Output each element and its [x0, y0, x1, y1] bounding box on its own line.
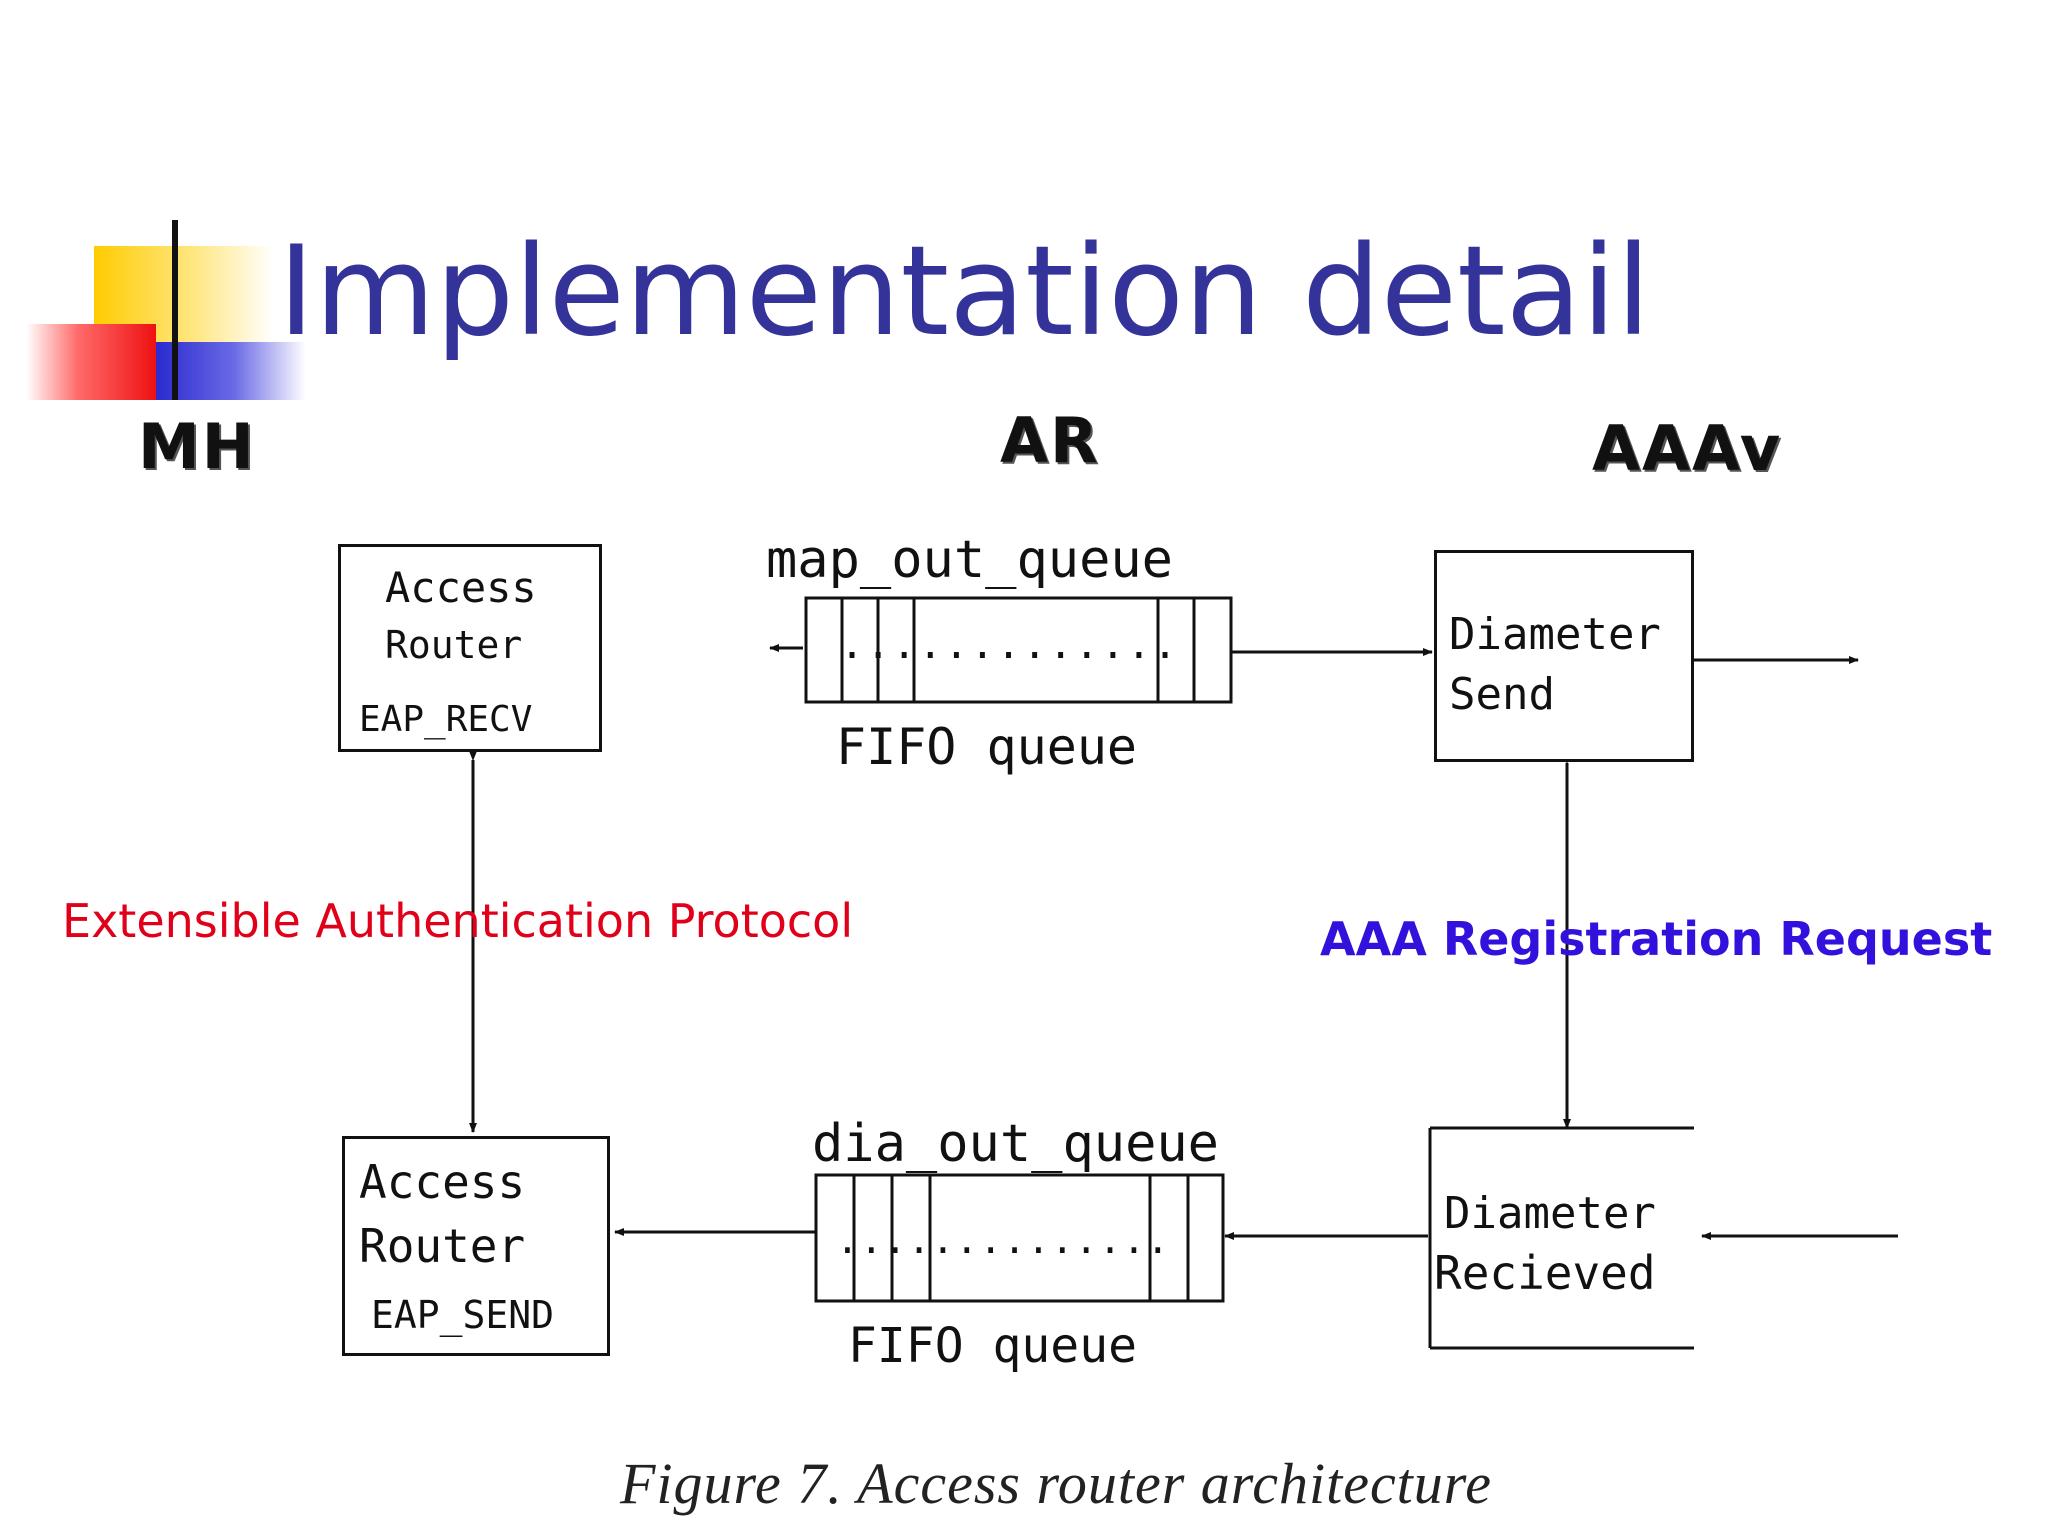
logo-vertical-line — [172, 220, 178, 400]
slide-logo — [26, 220, 306, 400]
map-out-queue-dots: ............. — [840, 622, 1180, 668]
box-line: Router — [359, 1219, 526, 1273]
diameter-recieved-line2: Recieved — [1434, 1246, 1656, 1300]
column-header-ar: AR — [1000, 404, 1100, 477]
dia-out-queue-shape — [814, 1173, 1225, 1303]
map-out-queue-label: map_out_queue — [766, 530, 1173, 590]
column-header-aaav: AAAv — [1592, 412, 1783, 485]
dia-out-queue-label: dia_out_queue — [812, 1114, 1219, 1174]
map-out-fifo-label: FIFO queue — [836, 718, 1138, 776]
diameter-recieved-box-shape — [1428, 1126, 1694, 1350]
box-line: Diameter — [1449, 609, 1661, 660]
dia-out-fifo-label: FIFO queue — [848, 1318, 1137, 1374]
figure-caption: Figure 7. Access router architecture — [620, 1451, 1492, 1516]
box-line: Access — [359, 1155, 526, 1209]
column-header-mh: MH — [138, 410, 256, 483]
page-title: Implementation detail — [278, 220, 1651, 364]
diameter-send-box: Diameter Send — [1434, 550, 1694, 762]
box-line: EAP_SEND — [371, 1293, 555, 1337]
box-line: Send — [1449, 669, 1555, 720]
box-line: EAP_RECV — [359, 699, 533, 740]
access-router-send-box: Access Router EAP_SEND — [342, 1136, 610, 1356]
map-out-queue-shape — [804, 596, 1233, 704]
access-router-recv-box: Access Router EAP_RECV — [338, 544, 602, 752]
box-line: Access — [385, 563, 537, 612]
aaa-annotation: AAA Registration Request — [1320, 912, 1993, 966]
eap-annotation: Extensible Authentication Protocol — [62, 894, 854, 948]
dia-out-queue-dots: .............. — [836, 1218, 1171, 1262]
box-line: Router — [385, 623, 523, 667]
logo-red-square — [26, 324, 156, 400]
diameter-recieved-line1: Diameter — [1444, 1188, 1656, 1239]
